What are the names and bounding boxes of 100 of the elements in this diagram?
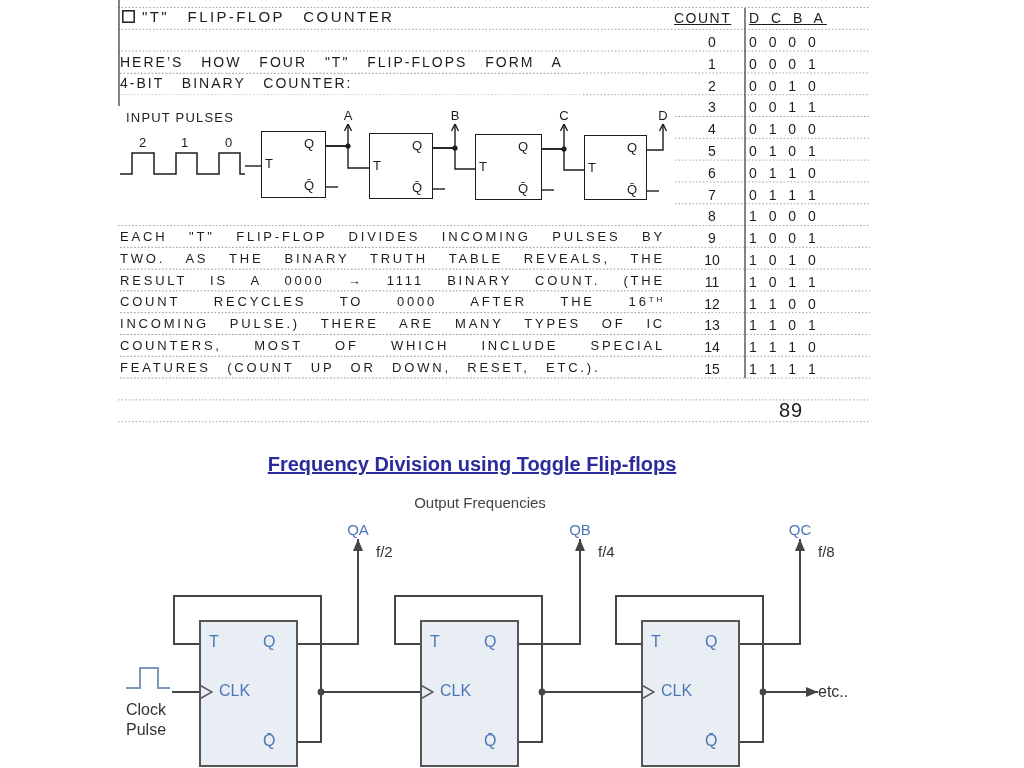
table-cell: 1 xyxy=(708,54,716,73)
table-cell: 11 xyxy=(704,272,720,291)
edge-label: f/4 xyxy=(598,543,615,560)
table-cell: 8 xyxy=(708,207,716,226)
arrow xyxy=(739,538,805,645)
table-cell: 0 1 1 0 xyxy=(749,163,820,182)
flip-flop-box xyxy=(641,620,740,767)
table-header: COUNT xyxy=(674,9,732,27)
pin-label: Q xyxy=(518,139,529,154)
diagram-caption: Output Frequencies xyxy=(414,494,546,512)
flip-flop-box xyxy=(420,620,519,767)
table-cell: 2 xyxy=(708,76,716,95)
pin-label: CLK xyxy=(661,682,693,700)
pin-label: Q̄ xyxy=(484,732,497,750)
flip-flop-box xyxy=(475,134,542,200)
table-cell: 7 xyxy=(708,185,716,204)
flip-flop-box xyxy=(261,131,326,198)
pin-label: Q xyxy=(705,633,718,651)
output-label: B xyxy=(449,108,461,124)
pin-label: Q xyxy=(304,136,315,151)
table-cell: 13 xyxy=(704,316,720,335)
table-cell: 3 xyxy=(708,98,716,117)
pin-label: T xyxy=(588,160,596,175)
pin-label: Q̄ xyxy=(705,732,718,750)
pin-label: Q xyxy=(412,138,423,153)
pin-label: CLK xyxy=(440,682,472,700)
arrow xyxy=(646,123,668,151)
arrow xyxy=(518,684,655,743)
page-number: 89 xyxy=(779,399,804,421)
output-label: C xyxy=(558,108,570,124)
table-cell: 12 xyxy=(704,294,720,313)
wire xyxy=(541,148,585,171)
table-cell: 0 xyxy=(708,33,716,51)
output-label: D xyxy=(657,108,669,124)
pin-label: Q̄ xyxy=(518,181,529,196)
pulse-waveform xyxy=(120,150,245,176)
table-cell: 0 1 1 1 xyxy=(749,185,820,204)
wire xyxy=(325,145,370,169)
output-label: etc.. xyxy=(818,683,854,701)
table-cell: 0 0 1 0 xyxy=(749,76,820,95)
pin-label: Q xyxy=(263,633,276,651)
table-cell: 9 xyxy=(708,229,716,248)
pin-label: CLK xyxy=(219,682,251,700)
flip-flop-box xyxy=(369,133,433,199)
pin-label: Q̄ xyxy=(412,180,423,195)
table-cell: 0 0 1 1 xyxy=(749,98,820,117)
section-heading: Frequency Division using Toggle Flip-flops xyxy=(267,452,677,476)
table-cell: 1 0 0 0 xyxy=(749,207,820,226)
pin-label: Q̄ xyxy=(263,732,276,750)
flip-flop-box xyxy=(199,620,298,767)
pin-label: T xyxy=(430,633,440,651)
pin-label: T xyxy=(373,158,381,173)
output-label: A xyxy=(342,108,354,124)
edge-label: f/2 xyxy=(376,543,393,560)
output-stub xyxy=(325,186,339,188)
arrow xyxy=(297,538,363,645)
wire xyxy=(432,147,476,170)
table-cell: 1 1 0 0 xyxy=(749,294,820,313)
input-label: Clock Pulse xyxy=(126,700,168,740)
page-title: "T" FLIP-FLOP COUNTER xyxy=(142,8,395,26)
pulse-number: 1 xyxy=(181,135,189,150)
output-stub xyxy=(432,188,446,190)
table-header: D C B A xyxy=(749,9,827,27)
table-cell: 5 xyxy=(708,142,716,160)
pin-label: T xyxy=(265,156,273,171)
pin-label: Q xyxy=(484,633,497,651)
output-label: QA xyxy=(345,521,371,539)
pin-label: T xyxy=(651,633,661,651)
table-cell: 1 0 1 1 xyxy=(749,272,820,291)
pin-label: Q̄ xyxy=(627,182,638,197)
pin-label: T xyxy=(209,633,219,651)
pin-label: Q̄ xyxy=(304,178,315,193)
arrow xyxy=(297,684,434,743)
table-cell: 0 0 0 1 xyxy=(749,54,820,73)
output-stub xyxy=(646,190,660,192)
table-cell: 1 1 0 1 xyxy=(749,316,820,335)
pulse-number: 2 xyxy=(139,135,147,150)
table-cell: 10 xyxy=(704,251,720,269)
arrow xyxy=(739,687,819,743)
table-cell: 15 xyxy=(704,360,720,378)
arrow xyxy=(171,684,213,700)
arrow xyxy=(518,538,585,645)
table-cell: 0 1 0 1 xyxy=(749,142,820,160)
pulse-number: 0 xyxy=(225,135,233,150)
wire xyxy=(244,165,262,167)
table-cell: 0 1 0 0 xyxy=(749,120,820,139)
output-label: QB xyxy=(567,521,593,539)
pin-label: Q xyxy=(627,140,638,155)
input-label: INPUT PULSES xyxy=(126,110,235,125)
pin-label: T xyxy=(479,159,487,174)
output-stub xyxy=(541,189,555,191)
table-cell: 1 1 1 1 xyxy=(749,360,820,378)
table-cell: 1 0 1 0 xyxy=(749,251,820,269)
edge-label: f/8 xyxy=(818,543,835,560)
table-cell: 6 xyxy=(708,163,716,182)
table-cell: 1 1 1 0 xyxy=(749,338,820,357)
table-cell: 14 xyxy=(704,338,720,357)
table-cell: 4 xyxy=(708,120,716,139)
table-cell: 0 0 0 0 xyxy=(749,33,820,51)
table-cell: 1 0 0 1 xyxy=(749,229,820,248)
